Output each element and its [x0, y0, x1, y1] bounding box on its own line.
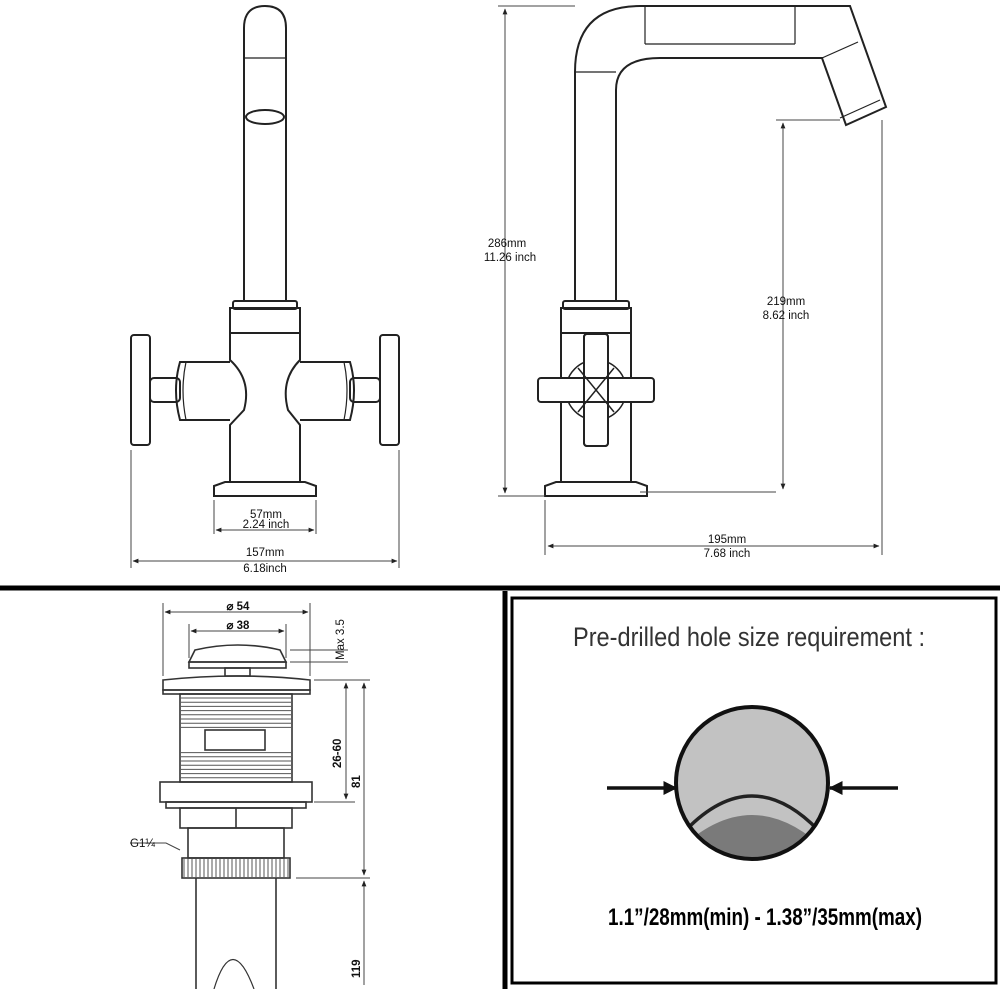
hole-size-range: 1.1”/28mm(min) - 1.38”/35mm(max)	[608, 904, 922, 931]
side-spout-height-inch: 8.62 inch	[763, 310, 810, 322]
waste-cap-max: Max 3.5	[335, 619, 347, 660]
side-total-height-inch: 11.26 inch	[484, 252, 536, 264]
front-total-width-mm: 157mm	[246, 547, 284, 559]
waste-outer-diameter: ⌀ 54	[227, 601, 251, 613]
waste-thread-size: G1¼	[130, 838, 155, 850]
side-spout-height-mm: 219mm	[767, 296, 805, 308]
waste-height-81: 81	[351, 775, 363, 788]
hole-requirement-title: Pre-drilled hole size requirement :	[573, 622, 925, 652]
front-base-width-mm: 57mm	[250, 509, 282, 521]
waste-dimension-lines	[130, 603, 370, 985]
tap-front-view	[130, 4, 400, 497]
waste-inner-diameter: ⌀ 38	[227, 620, 251, 632]
front-base-width-inch: 2.24 inch	[243, 519, 290, 531]
waste-drawing	[159, 644, 313, 989]
front-total-width-inch: 6.18inch	[243, 563, 286, 575]
tap-side-view	[537, 5, 888, 497]
side-reach-mm: 195mm	[708, 534, 746, 546]
waste-height-119: 119	[351, 959, 363, 978]
front-dimension-lines	[130, 450, 400, 568]
side-reach-inch: 7.68 inch	[704, 548, 751, 560]
side-total-height-mm: 286mm	[488, 238, 526, 250]
side-dimension-lines	[498, 5, 883, 555]
waste-thread-lines	[181, 697, 291, 877]
waste-adjustable-range: 26-60	[332, 739, 344, 768]
